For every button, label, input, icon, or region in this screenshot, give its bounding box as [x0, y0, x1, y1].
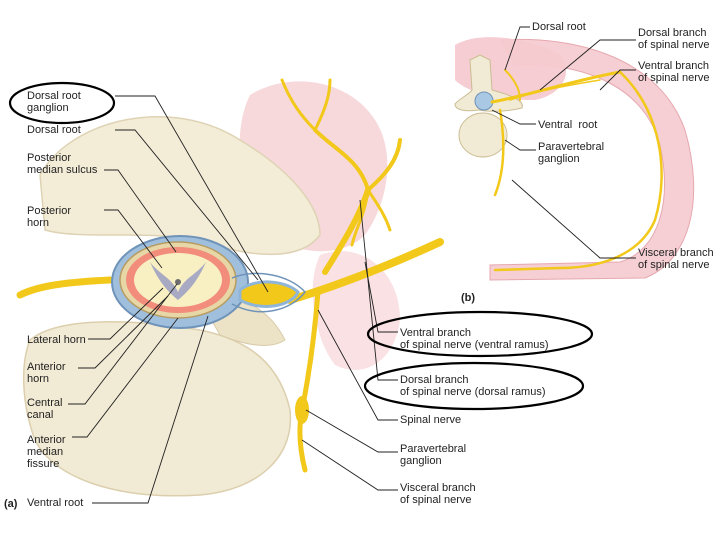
panel-b-tag: (b) [461, 292, 476, 304]
spinal-cord [111, 235, 249, 329]
label-posterior-median-sulcus: Posterior median sulcus [27, 152, 98, 176]
label-b-dorsal-root: Dorsal root [532, 21, 586, 33]
highlight-ventral-branch [366, 310, 594, 358]
label-central-canal: Central canal [27, 397, 63, 421]
label-lateral-horn: Lateral horn [27, 334, 86, 346]
highlight-ellipses [8, 81, 594, 411]
highlight-dorsal-root-ganglion [8, 81, 116, 125]
label-b-dorsal-branch: Dorsal branch of spinal nerve [638, 27, 710, 51]
label-ventral-root: Ventral root [27, 497, 84, 509]
leader-lines [68, 26, 636, 504]
highlight-dorsal-branch [363, 361, 585, 411]
dura-sleeve [231, 272, 306, 313]
label-dorsal-root: Dorsal root [27, 124, 81, 136]
label-dorsal-branch: Dorsal branch of spinal nerve (dorsal ra… [400, 374, 546, 398]
label-b-visceral-branch: Visceral branch of spinal nerve [638, 247, 714, 271]
label-ventral-branch: Ventral branch of spinal nerve (ventral … [400, 327, 549, 351]
label-b-paravertebral-ganglion: Paravertebral ganglion [538, 141, 605, 165]
panel-a-tag: (a) [4, 498, 18, 510]
vertebral-body-b [458, 112, 508, 158]
label-spinal-nerve: Spinal nerve [400, 414, 462, 426]
label-anterior-median-fissure: Anterior median fissure [27, 434, 66, 470]
label-anterior-horn: Anterior horn [27, 361, 66, 385]
label-visceral-branch: Visceral branch of spinal nerve [400, 482, 476, 506]
dorsal-root-ganglion [238, 280, 300, 308]
spinal-cord-b [474, 91, 494, 111]
label-paravertebral-ganglion: Paravertebral ganglion [400, 443, 467, 467]
label-b-ventral-root: Ventral root [538, 119, 598, 131]
label-b-ventral-branch: Ventral branch of spinal nerve [638, 60, 710, 84]
nerve-network-b [490, 69, 663, 272]
nerve-network [16, 78, 444, 473]
label-posterior-horn: Posterior horn [27, 205, 72, 229]
label-dorsal-root-ganglion: Dorsal root ganglion [27, 90, 81, 114]
